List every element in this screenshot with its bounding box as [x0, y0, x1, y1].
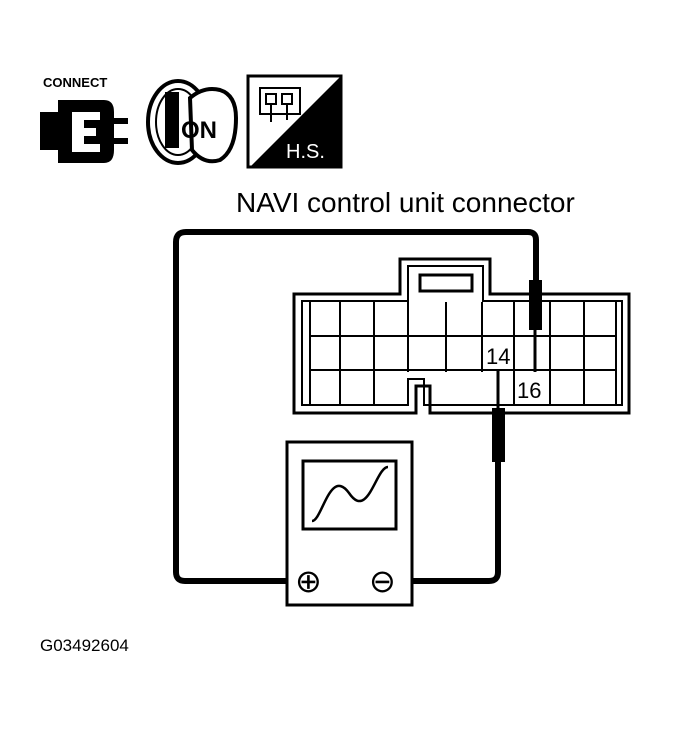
connect-icon: CONNECT [40, 75, 128, 163]
harness-side-label: H.S. [286, 141, 325, 163]
left-lead-wire [173, 229, 539, 584]
probe-terminal-16 [529, 280, 542, 372]
connector-lock-tab [418, 273, 474, 293]
terminal-14-label: 14 [486, 344, 510, 369]
terminal-16-label: 16 [517, 378, 541, 403]
sine-wave-icon [311, 465, 389, 523]
ignition-key-icon: ON [146, 79, 239, 165]
positive-terminal: ⊕ [295, 563, 322, 599]
right-lead-wire [404, 462, 501, 584]
mini-connector-icon [259, 87, 301, 122]
oscilloscope: ⊕ ⊖ [285, 440, 414, 607]
navi-connector [292, 257, 631, 415]
negative-terminal: ⊖ [369, 563, 396, 599]
probe-terminal-14 [492, 370, 505, 462]
figure-id: G03492604 [40, 636, 129, 655]
terminal-grid [309, 302, 617, 404]
connect-label: CONNECT [43, 75, 107, 90]
ignition-on-label: ON [181, 117, 217, 144]
connector-title: NAVI control unit connector [236, 187, 575, 218]
harness-side-icon: H.S. [246, 74, 343, 169]
